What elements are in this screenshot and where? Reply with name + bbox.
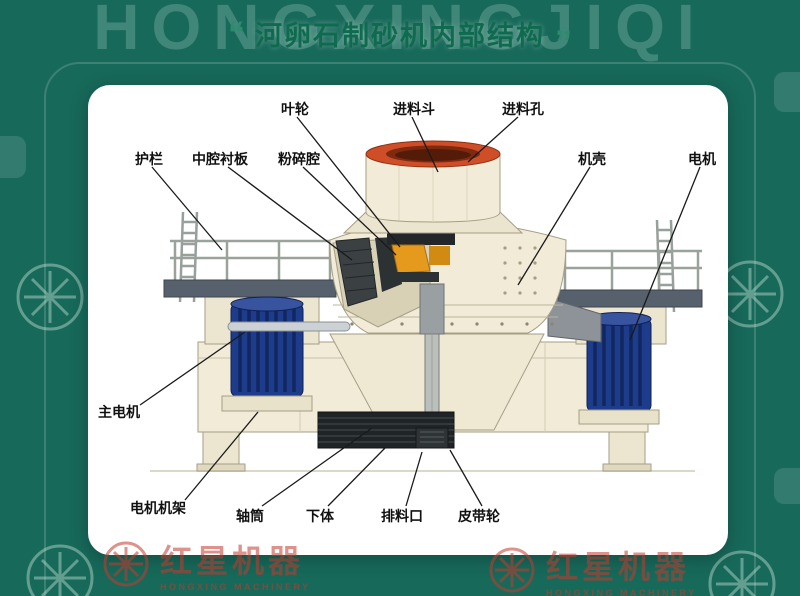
- brand-name-en: HONGXING MACHINERY: [546, 588, 697, 596]
- belt-guard: [547, 297, 602, 343]
- right-platform: [557, 289, 703, 308]
- brand-name-cn: 红星机器: [546, 549, 691, 585]
- left-platform: [163, 279, 337, 298]
- label-belt-pulley: 皮带轮: [458, 508, 500, 524]
- leader-lines: [139, 116, 701, 507]
- feed-hopper-part: [342, 140, 524, 234]
- main-motor-part: [221, 296, 313, 412]
- brand-name-cn: 红星机器: [160, 543, 305, 579]
- label-lower-body: 下体: [306, 508, 334, 524]
- brand-watermark: 红星机器 HONGXING MACHINERY: [486, 542, 697, 596]
- label-cavity-liner: 中腔衬板: [192, 151, 248, 167]
- label-main-motor: 主电机: [98, 404, 140, 420]
- impeller-top: [387, 232, 455, 245]
- decorative-tab: [774, 468, 800, 504]
- feed-hole-part: [395, 149, 471, 161]
- label-feed-hole: 进料孔: [502, 101, 544, 117]
- decorative-tab: [0, 136, 26, 178]
- label-motor: 电机: [688, 151, 716, 167]
- star-emblem-icon: [708, 550, 776, 596]
- background-watermark-text: HONGXINGJIQI: [93, 0, 707, 63]
- label-guardrail: 护栏: [135, 151, 163, 167]
- label-feed-hopper: 进料斗: [393, 101, 435, 117]
- open-quote: “: [228, 14, 245, 53]
- drive-pipe: [227, 321, 351, 332]
- shaft-tube-part: [419, 283, 445, 431]
- close-quote: ”: [555, 24, 572, 62]
- star-emblem-icon: [26, 544, 94, 596]
- decorative-tab: [774, 72, 800, 112]
- left-guardrail: [170, 239, 334, 281]
- label-shaft-tube: 轴筒: [236, 508, 264, 524]
- label-impeller: 叶轮: [281, 101, 309, 117]
- label-crushing-chamber: 粉碎腔: [278, 151, 320, 167]
- decorative-outline: [44, 62, 756, 596]
- motor-part: [578, 312, 660, 425]
- belt-pulley-part: [415, 427, 449, 449]
- label-motor-frame: 电机机架: [130, 500, 186, 516]
- brand-watermark: 红星机器 HONGXING MACHINERY: [100, 536, 311, 592]
- label-discharge-port: 排料口: [381, 508, 423, 524]
- brand-name-en: HONGXING MACHINERY: [160, 582, 311, 592]
- impeller-part: [391, 244, 431, 274]
- label-casing: 机壳: [578, 151, 606, 167]
- right-guardrail: [560, 249, 702, 291]
- star-emblem-icon: [16, 263, 84, 331]
- brand-star-icon: [489, 547, 535, 593]
- page-title: 河卵石制砂机内部结构: [255, 21, 545, 51]
- brand-star-icon: [103, 541, 149, 587]
- interior-cutaway: [332, 232, 455, 328]
- page-title-row: “ 河卵石制砂机内部结构 ”: [0, 14, 800, 62]
